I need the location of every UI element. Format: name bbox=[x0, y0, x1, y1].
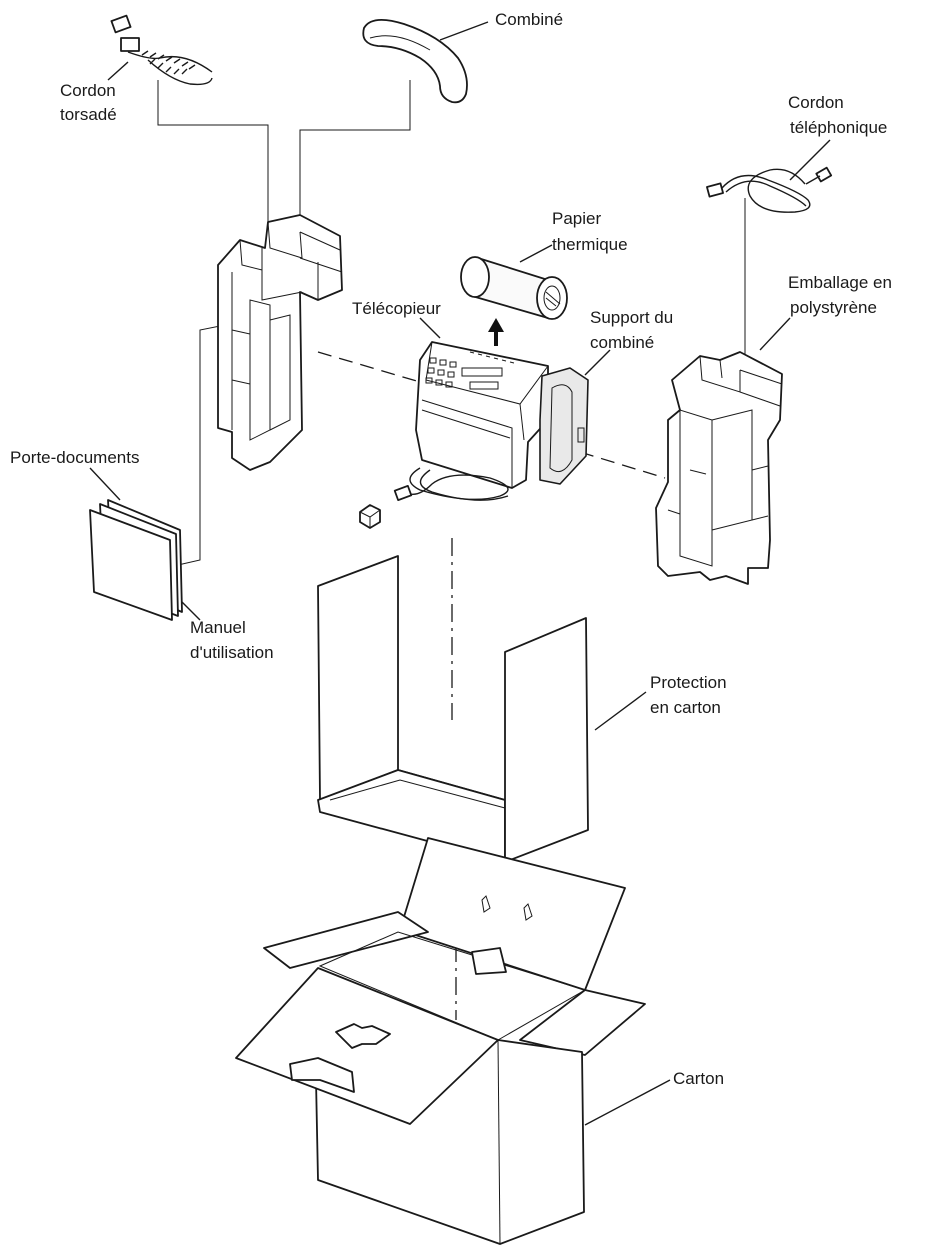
label-cordon-telephonique-line1: Cordon bbox=[788, 93, 844, 112]
label-emballage-line1: Emballage en bbox=[788, 273, 892, 292]
label-support-line2: combiné bbox=[590, 333, 655, 352]
label-cordon-torsade-line1: Cordon bbox=[60, 81, 116, 100]
label-protection-line2: en carton bbox=[650, 698, 721, 717]
label-cordon-telephonique-line2: téléphonique bbox=[790, 118, 888, 137]
label-papier-thermique-line1: Papier bbox=[552, 209, 602, 228]
label-emballage-line2: polystyrène bbox=[790, 298, 877, 317]
label-support-line1: Support du bbox=[590, 308, 674, 327]
twisted-cord-illustration bbox=[110, 14, 213, 86]
label-manuel-line1: Manuel bbox=[190, 618, 246, 637]
up-arrow-icon bbox=[488, 318, 504, 346]
label-porte-documents: Porte-documents bbox=[10, 448, 140, 467]
left-foam-illustration bbox=[217, 214, 343, 471]
keypad bbox=[425, 351, 515, 390]
label-papier-thermique-line2: thermique bbox=[552, 235, 628, 254]
label-cordon-torsade-line2: torsadé bbox=[60, 105, 117, 124]
right-foam-illustration bbox=[655, 351, 783, 585]
leader-lines bbox=[89, 21, 831, 1126]
small-cube-illustration bbox=[359, 504, 381, 529]
label-protection-line1: Protection bbox=[650, 673, 727, 692]
label-carton: Carton bbox=[673, 1069, 725, 1088]
cardboard-protection-illustration bbox=[317, 555, 589, 863]
handset-illustration bbox=[362, 18, 468, 104]
label-manuel-line2: d'utilisation bbox=[190, 643, 274, 662]
label-telecopieur: Télécopieur bbox=[352, 299, 441, 318]
documents-illustration bbox=[89, 499, 183, 621]
paper-roll-illustration bbox=[460, 256, 568, 320]
fax-machine-illustration bbox=[393, 341, 589, 501]
phone-cord-illustration bbox=[706, 166, 833, 213]
carton-box-illustration bbox=[235, 837, 646, 1245]
label-combine: Combiné bbox=[495, 10, 564, 29]
